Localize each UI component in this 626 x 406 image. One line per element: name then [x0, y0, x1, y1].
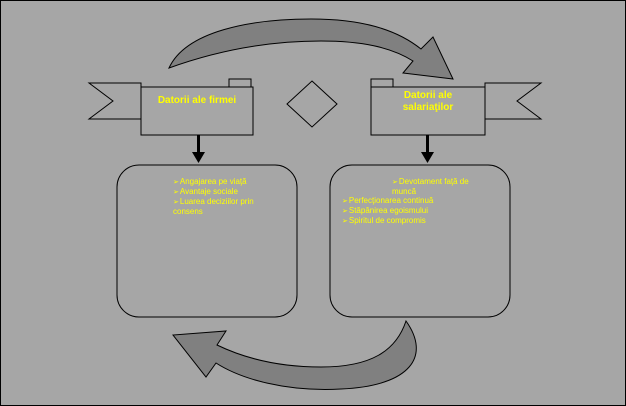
list-item: Angajarea pe viaţă [173, 177, 285, 187]
list-item: Devotament faţă de muncă [342, 177, 482, 196]
list-item: Stăpânirea egoismului [342, 206, 492, 216]
bottom-curved-arrow [172, 319, 417, 390]
left-banner-title: Datorii ale firmei [157, 95, 237, 106]
left-banner-shape [140, 86, 254, 136]
left-banner-scroll-tab [228, 78, 252, 88]
right-banner-scroll-tab [370, 78, 394, 88]
left-box-list: Angajarea pe viaţă Avantaje sociale Luar… [173, 177, 285, 216]
right-banner-title: Datorii ale salariaţilor [402, 90, 454, 113]
list-item: Spiritul de compromis [342, 216, 492, 226]
right-box-list: Devotament faţă de muncă Perfecţionarea … [342, 177, 492, 226]
left-down-arrow [192, 135, 205, 163]
right-banner-ribbon-end [484, 82, 543, 120]
center-diamond [286, 80, 338, 128]
top-curved-arrow [168, 18, 454, 80]
list-item: Perfecţionarea continuă [342, 196, 492, 206]
right-down-arrow [421, 135, 434, 163]
left-banner-ribbon-end [87, 82, 142, 120]
right-banner-shape [370, 86, 486, 136]
list-item: Avantaje sociale [173, 187, 285, 197]
list-item: Luarea deciziilor prin consens [173, 197, 285, 216]
